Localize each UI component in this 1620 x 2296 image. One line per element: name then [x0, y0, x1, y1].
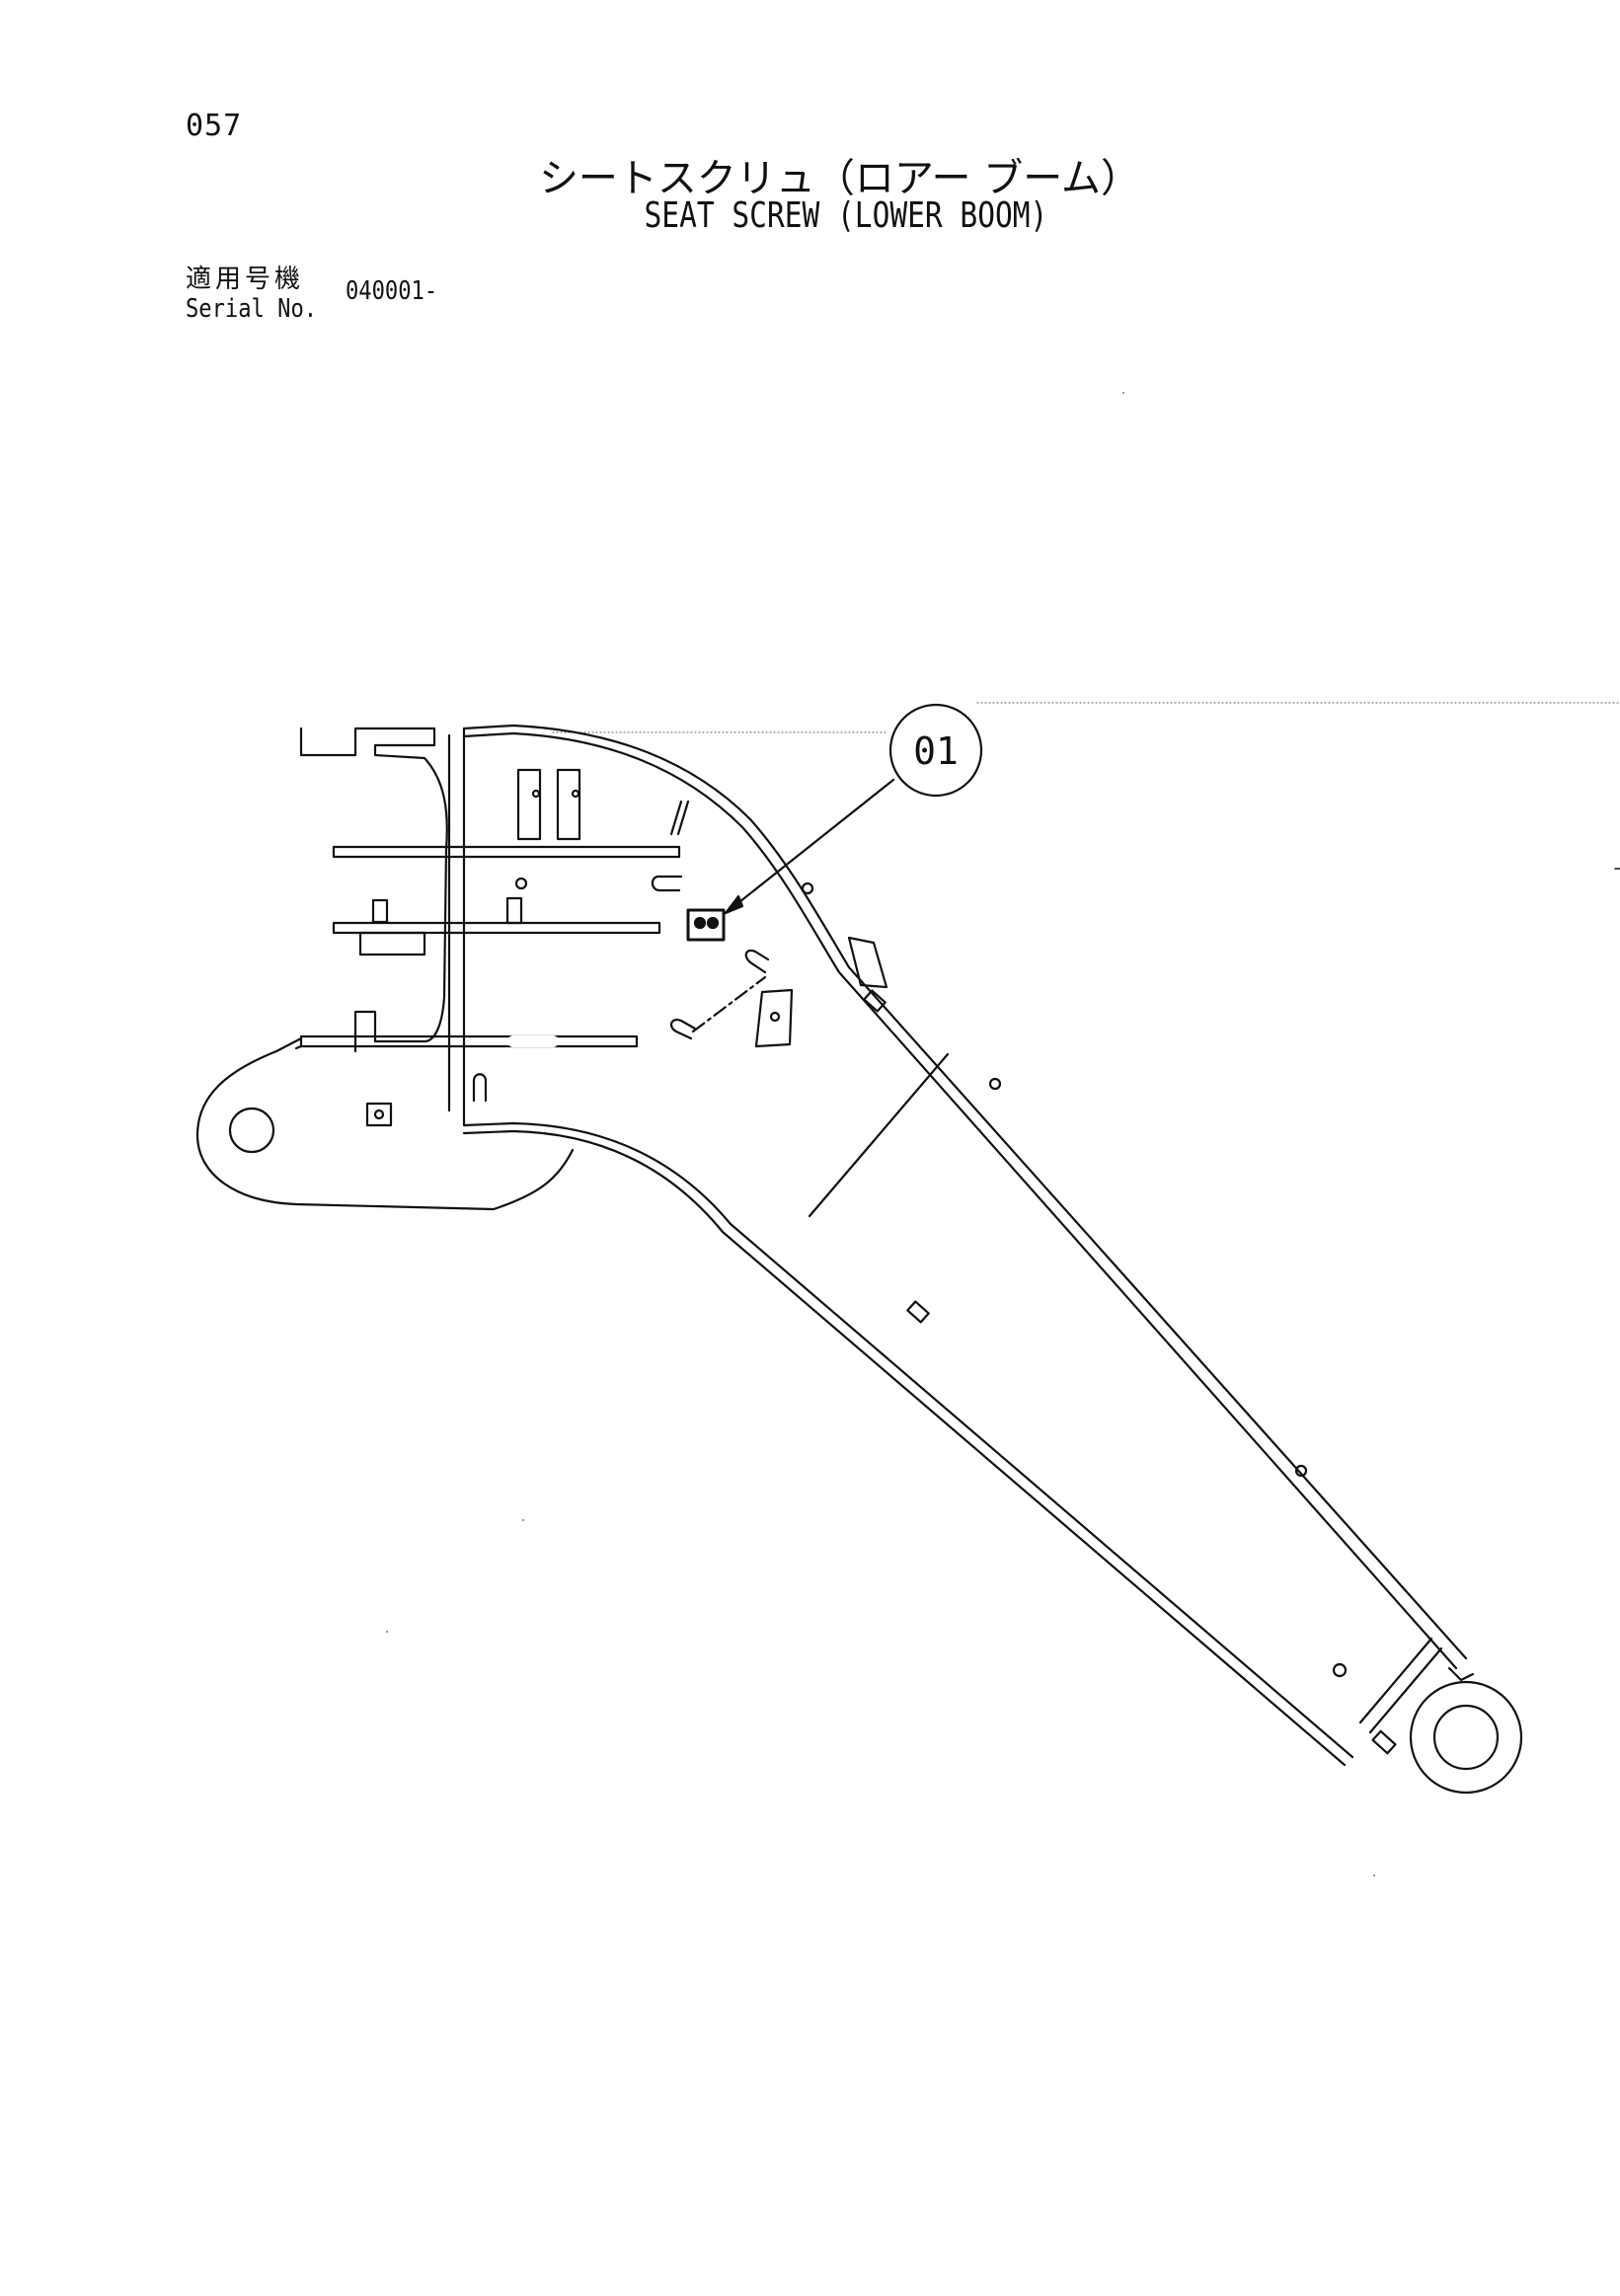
title-japanese: シートスクリュ（ロアー ブーム） [538, 156, 1141, 201]
callout-leader [724, 778, 895, 915]
speck-4 [1373, 1875, 1375, 1876]
seat-screw-hole-1 [693, 916, 707, 930]
mount-tab-2-bolt [571, 789, 580, 799]
assembly-line [691, 975, 767, 1033]
callout-bubble [888, 703, 983, 798]
side-fitting-tab-1 [863, 989, 887, 1013]
pad-plate-hole [769, 1011, 781, 1023]
tip-side-tab [1371, 1729, 1397, 1755]
u-clip-2 [744, 949, 770, 974]
small-bracket-1 [371, 898, 389, 924]
boom-top-edge-inner [462, 731, 1458, 1670]
side-fitting-1 [847, 936, 888, 989]
boom-tip-pin-hole [1432, 1704, 1500, 1771]
serial-label-japanese: 適用号機 [186, 265, 305, 294]
side-fitting-tab-2 [906, 1300, 930, 1324]
speck-3 [386, 1631, 388, 1633]
horizontal-plate-3 [299, 1034, 639, 1048]
serial-number-value: 040001- [346, 276, 438, 306]
u-clip-4 [472, 1073, 488, 1103]
foot-square-boss-bolt [373, 1109, 385, 1120]
hatch-line-2 [676, 800, 690, 836]
boom-section-line-1 [808, 1052, 950, 1218]
left-bracket-plate [299, 727, 448, 1053]
title-english: SEAT SCREW (LOWER BOOM) [644, 195, 1048, 236]
tip-bolt [1332, 1662, 1348, 1678]
seat-screw-block [686, 908, 726, 942]
boom-section-line-2 [1358, 1637, 1433, 1724]
top-bolt-2 [988, 1077, 1002, 1091]
boom-foot-bracket [195, 1036, 575, 1211]
callout-arrowhead [724, 894, 744, 915]
u-clip-3 [669, 1019, 697, 1040]
page-number: 057 [186, 109, 243, 143]
seat-screw-hole-2 [706, 916, 720, 930]
serial-label-english: Serial No. [186, 294, 318, 324]
pad-plate [754, 988, 794, 1048]
mount-tab-1 [516, 768, 542, 841]
horizontal-plate-1 [332, 845, 681, 859]
boom-bottom-edge-inner [462, 1129, 1347, 1767]
foot-square-boss [365, 1102, 393, 1127]
speck-2 [522, 1519, 524, 1521]
boom-section-line-3 [1368, 1646, 1443, 1734]
speck-1 [1122, 392, 1124, 394]
boom-bottom-edge [462, 1121, 1354, 1759]
top-bolt-3 [1294, 1464, 1308, 1478]
top-bolt-1 [801, 881, 814, 895]
mount-tab-1-bolt [531, 789, 541, 799]
mount-tab-2 [556, 768, 581, 841]
small-bracket-2-bolt [514, 877, 528, 890]
boom-foot-pin-hole [228, 1107, 275, 1154]
boom-top-edge [462, 724, 1468, 1660]
small-bracket-2 [505, 896, 523, 925]
tip-clip [1447, 1666, 1475, 1682]
hatch-line-1 [669, 800, 683, 836]
horizontal-plate-2 [332, 921, 661, 935]
hose-block [358, 931, 426, 957]
callout-label: 01 [913, 729, 959, 773]
boom-tip-boss [1409, 1680, 1523, 1795]
u-clip-1 [651, 875, 683, 892]
